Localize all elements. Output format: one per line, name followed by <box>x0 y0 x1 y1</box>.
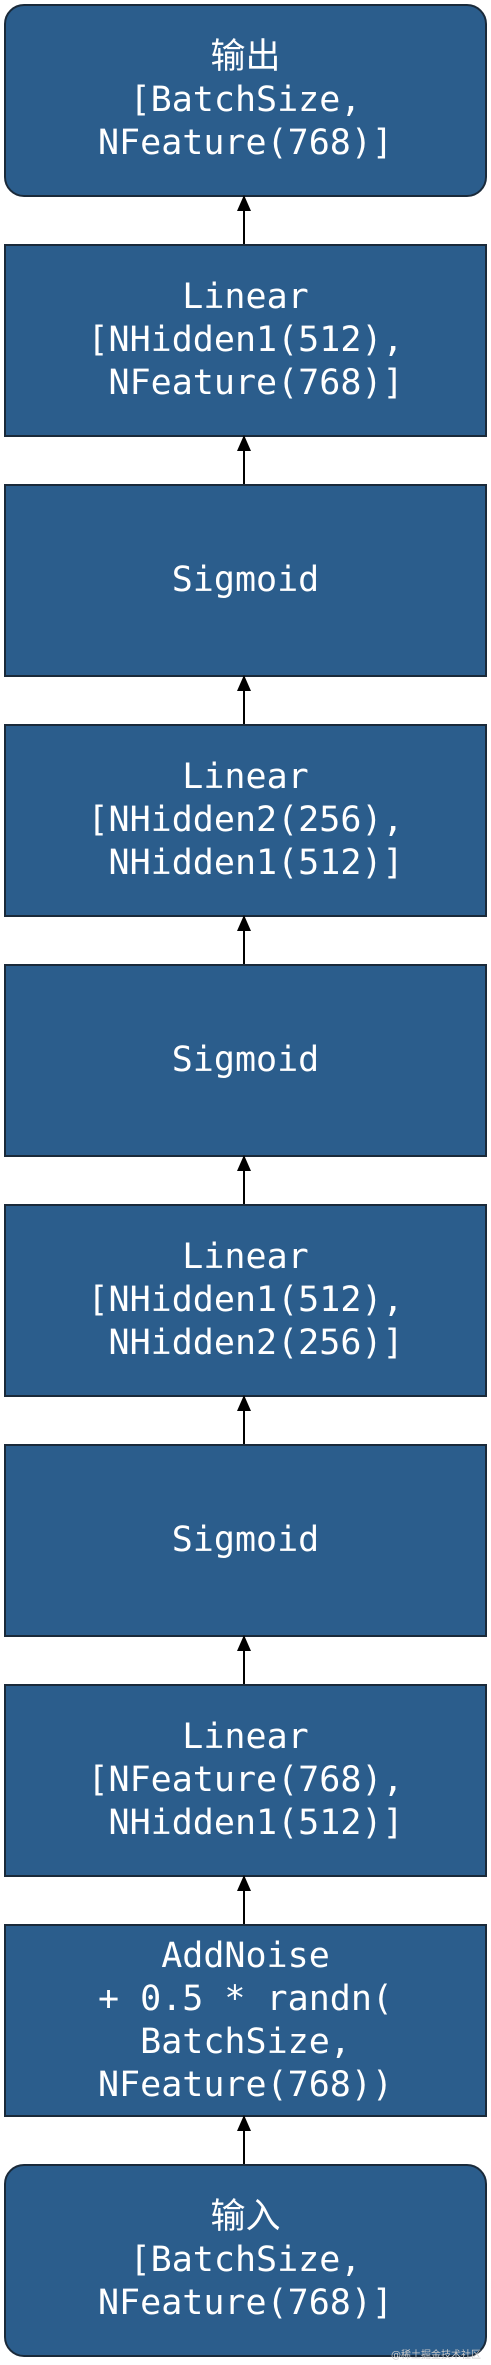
linear-node: Linear [NHidden1(512), NFeature(768)] <box>4 244 487 437</box>
node-label: NHidden1(512)] <box>87 1803 404 1843</box>
add-noise-node: AddNoise + 0.5 * randn( BatchSize, NFeat… <box>4 1924 487 2117</box>
node-label: NHidden2(256)] <box>87 1323 404 1363</box>
flow-arrow <box>237 1395 251 1444</box>
flow-arrow <box>237 435 251 484</box>
flow-arrow <box>237 1635 251 1684</box>
flow-arrow <box>237 915 251 964</box>
node-label: Sigmoid <box>171 1520 320 1560</box>
node-label: [NHidden1(512), <box>87 320 404 360</box>
node-label: Linear <box>182 1717 309 1757</box>
node-label: [BatchSize, <box>129 80 362 120</box>
node-label: NHidden1(512)] <box>87 843 404 883</box>
node-label: NFeature(768)] <box>87 363 404 403</box>
linear-node: Linear [NHidden2(256), NHidden1(512)] <box>4 724 487 917</box>
node-label: Linear <box>182 757 309 797</box>
linear-node: Linear [NFeature(768), NHidden1(512)] <box>4 1684 487 1877</box>
flow-arrow <box>237 1875 251 1924</box>
node-label: BatchSize, <box>140 2021 351 2062</box>
node-label: 输出 <box>210 37 281 77</box>
node-label: + 0.5 * randn( <box>97 1978 393 2019</box>
node-label: Sigmoid <box>171 1040 320 1080</box>
node-label: Sigmoid <box>171 560 320 600</box>
node-label: NFeature(768)) <box>97 2064 393 2105</box>
input-node: 输入 [BatchSize, NFeature(768)] <box>4 2164 487 2357</box>
flow-arrow <box>237 1155 251 1204</box>
node-label: AddNoise <box>161 1935 330 1976</box>
node-label: Linear <box>182 1237 309 1277</box>
node-label: 输入 <box>210 2197 281 2237</box>
node-label: [NHidden1(512), <box>87 1280 404 1320</box>
flow-arrow <box>237 195 251 244</box>
node-label: Linear <box>182 277 309 317</box>
watermark: @稀土掘金技术社区 <box>391 2350 481 2361</box>
sigmoid-node: Sigmoid <box>4 964 487 1157</box>
node-label: [BatchSize, <box>129 2240 362 2280</box>
output-node: 输出 [BatchSize, NFeature(768)] <box>4 4 487 197</box>
sigmoid-node: Sigmoid <box>4 1444 487 1637</box>
flow-arrow <box>237 675 251 724</box>
linear-node: Linear [NHidden1(512), NHidden2(256)] <box>4 1204 487 1397</box>
flow-arrow <box>237 2115 251 2164</box>
node-label: NFeature(768)] <box>97 123 393 163</box>
sigmoid-node: Sigmoid <box>4 484 487 677</box>
node-label: [NHidden2(256), <box>87 800 404 840</box>
node-label: NFeature(768)] <box>97 2283 393 2323</box>
node-label: [NFeature(768), <box>87 1760 404 1800</box>
